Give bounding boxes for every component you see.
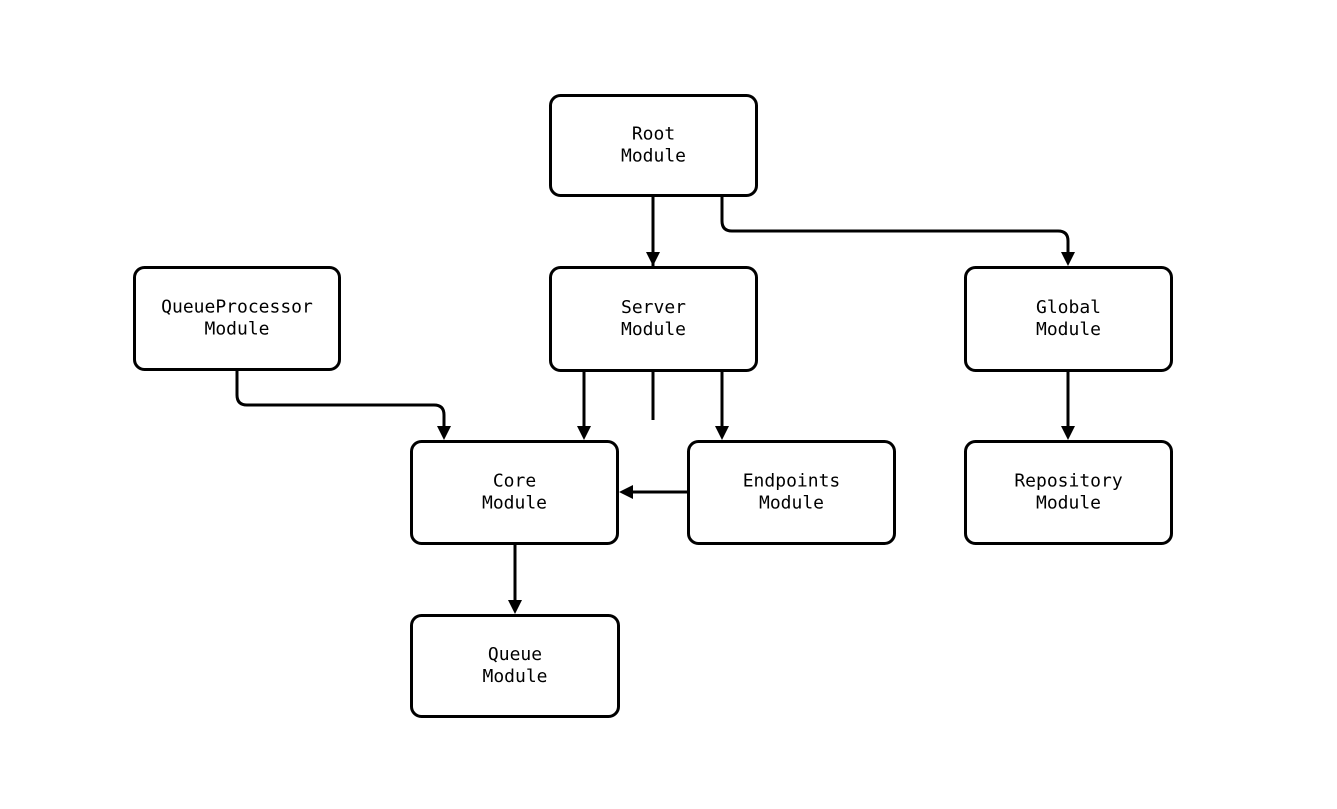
edge-server-to-endpoints xyxy=(715,372,729,440)
node-box[interactable] xyxy=(549,266,758,372)
node-box[interactable] xyxy=(964,440,1173,545)
node-box[interactable] xyxy=(410,440,619,545)
node-label-line-1: Core xyxy=(493,471,536,492)
node-label-line-1: Server xyxy=(621,297,686,318)
node-label-line-1: QueueProcessor xyxy=(161,297,313,318)
node-label-line-1: Repository xyxy=(1014,471,1123,492)
edge-arrowhead xyxy=(577,426,591,440)
edge-endpoints-to-core xyxy=(619,485,687,499)
edge-arrowhead xyxy=(508,600,522,614)
edge-global-to-repository xyxy=(1061,372,1075,440)
edge-queueprocessor-to-core xyxy=(235,371,451,440)
node-box[interactable] xyxy=(549,94,758,197)
node-label-line-2: Module xyxy=(204,319,269,340)
node-label-line-1: Root xyxy=(632,124,675,145)
edge-arrowhead xyxy=(646,252,660,266)
node-label-line-2: Module xyxy=(621,319,686,340)
node-label-line-2: Module xyxy=(482,493,547,514)
edge-line xyxy=(720,197,1070,252)
edge-line xyxy=(235,371,446,426)
node-box[interactable] xyxy=(687,440,896,545)
node-label-line-2: Module xyxy=(1036,319,1101,340)
edge-arrowhead xyxy=(437,426,451,440)
node-box[interactable] xyxy=(410,614,620,718)
edge-arrowhead xyxy=(1061,426,1075,440)
edges-layer xyxy=(235,197,1075,614)
node-label-line-2: Module xyxy=(1036,493,1101,514)
edge-arrowhead xyxy=(1061,252,1075,266)
node-label-line-2: Module xyxy=(759,493,824,514)
node-label-line-2: Module xyxy=(482,666,547,687)
edge-core-to-queue xyxy=(508,545,522,614)
node-label-line-2: Module xyxy=(621,146,686,167)
edge-arrowhead xyxy=(619,485,633,499)
edge-server-to-core xyxy=(577,372,591,440)
node-label-line-1: Global xyxy=(1036,297,1101,318)
node-label-line-1: Endpoints xyxy=(743,471,841,492)
edge-arrowhead xyxy=(715,426,729,440)
node-box[interactable] xyxy=(964,266,1173,372)
node-box[interactable] xyxy=(133,266,341,371)
edge-root-to-global xyxy=(720,197,1075,266)
node-label-line-1: Queue xyxy=(488,644,542,665)
